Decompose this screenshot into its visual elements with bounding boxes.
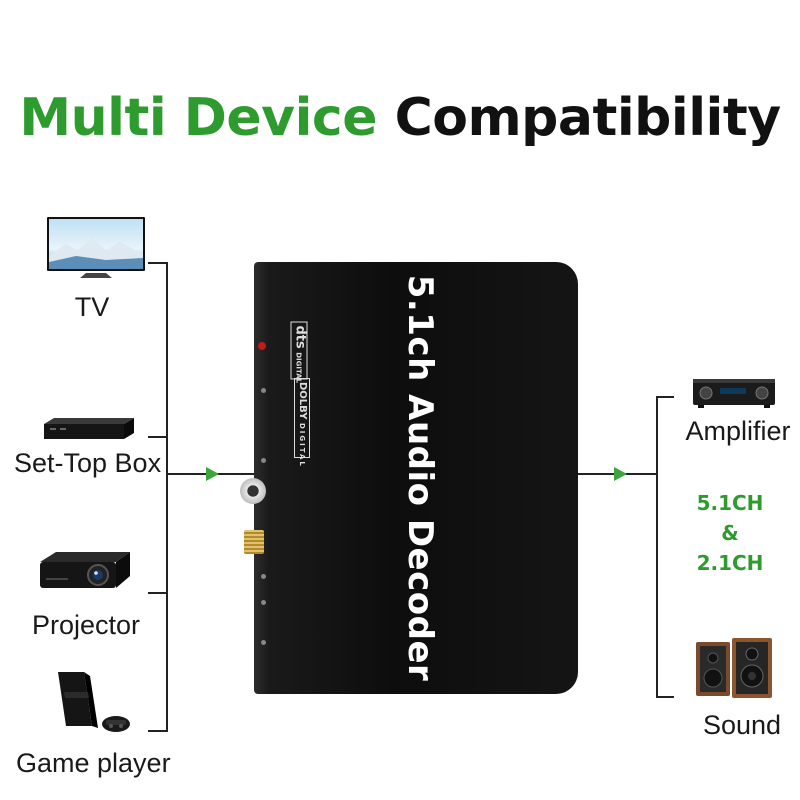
input-bus-line: [166, 262, 168, 730]
sound-label: Sound: [702, 710, 782, 740]
set-top-box-connector-line: [148, 436, 168, 438]
rca-jack-icon: [240, 478, 266, 504]
title-highlight: Multi Device: [19, 88, 377, 148]
speaker-icon: [696, 638, 772, 698]
tv-label: TV: [74, 292, 110, 322]
mode-2-1ch: 2.1CH: [696, 551, 764, 575]
projector-label: Projector: [32, 610, 141, 640]
arrow-right-icon: [206, 467, 219, 481]
mode-ampersand: &: [721, 521, 739, 545]
output-bus-line: [656, 396, 658, 698]
dolby-logo-text: DOLBY: [297, 382, 308, 420]
projector-connector-line: [148, 592, 168, 594]
power-indicator-icon: [258, 342, 266, 350]
game-player-connector-line: [148, 730, 168, 732]
mode-5-1ch: 5.1CH: [696, 491, 764, 515]
port-dot: [261, 458, 266, 463]
port-dot: [261, 388, 266, 393]
set-top-box-label: Set-Top Box: [14, 448, 162, 478]
port-dot: [261, 600, 266, 605]
page-title: Multi Device Compatibility: [0, 88, 800, 148]
tv-icon: [47, 217, 145, 278]
projector-icon: [40, 552, 130, 588]
dolby-digital-text: DIGITAL: [298, 422, 306, 468]
dts-digital-logo: dts DIGITAL: [290, 321, 308, 383]
port-dot: [261, 574, 266, 579]
arrow-right-icon: [614, 467, 627, 481]
amplifier-label: Amplifier: [685, 416, 791, 446]
title-rest: Compatibility: [394, 88, 782, 148]
sound-connector-line: [656, 696, 674, 698]
amplifier-connector-line: [656, 396, 674, 398]
game-player-label: Game player: [16, 748, 171, 778]
dolby-digital-logo: DOLBY DIGITAL: [294, 378, 310, 468]
port-dot: [261, 640, 266, 645]
coaxial-jack-icon: [244, 530, 264, 554]
dts-logo-text: dts: [292, 325, 308, 349]
decoder-label: 5.1ch Audio Decoder: [400, 274, 440, 682]
tv-connector-line: [148, 262, 168, 264]
output-modes: 5.1CH & 2.1CH: [697, 488, 764, 578]
game-console-icon: [58, 672, 130, 732]
audio-decoder-device: [268, 262, 578, 694]
amplifier-icon: [693, 379, 775, 408]
set-top-box-icon: [44, 418, 134, 439]
